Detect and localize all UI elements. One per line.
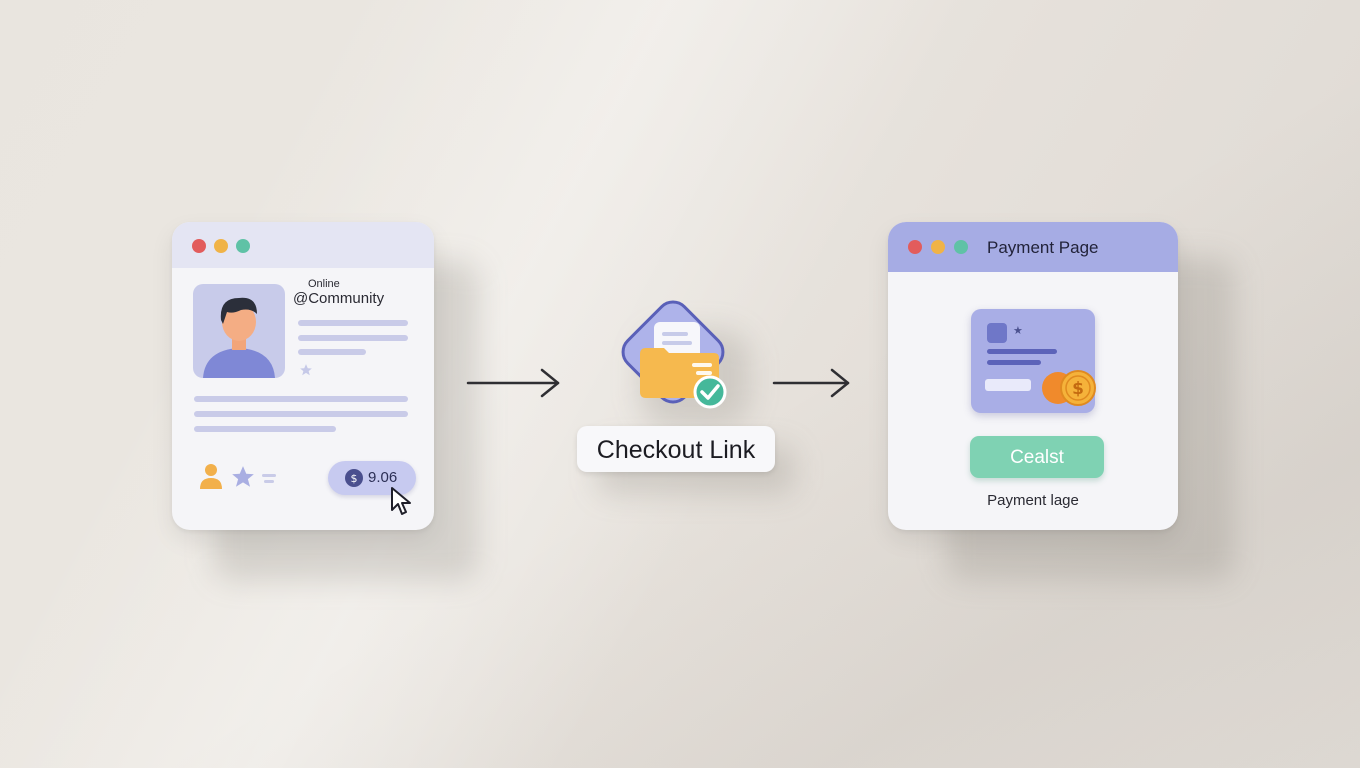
arrow-right-icon [466,368,560,398]
card-line [987,349,1057,354]
body-text-line [194,426,336,432]
user-icon [200,464,222,489]
pay-button-label: Cealst [1010,447,1064,468]
profile-text-line [298,335,408,341]
card-mark: ★ [1013,325,1023,337]
profile-window: Online @Community $ 9.06 [172,222,434,530]
svg-text:$: $ [1072,379,1084,399]
maximize-dot[interactable] [954,240,968,254]
cursor-icon [391,487,411,515]
profile-text-line [298,349,366,355]
card-line [987,360,1041,365]
tiny-dash [264,480,274,483]
star-icon [232,466,254,487]
card-field [985,379,1031,391]
body-text-line [194,411,408,417]
close-dot[interactable] [908,240,922,254]
person-avatar-icon [193,284,285,378]
payment-window: Payment Page ★ $ Cealst Payment lage [888,222,1178,530]
price-value: 9.06 [368,469,398,486]
close-dot[interactable] [192,239,206,253]
payment-caption: Payment lage [987,492,1079,509]
profile-window-titlebar [172,222,434,268]
payment-window-titlebar: Payment Page [888,222,1178,272]
folder-icon [621,300,727,409]
dollar-coin-icon: $ [1042,370,1096,406]
minimize-dot[interactable] [931,240,945,254]
star-icon [300,364,312,376]
minimize-dot[interactable] [214,239,228,253]
online-status-label: Online [308,278,340,290]
card-chip [987,323,1007,343]
arrow-right-icon [772,368,850,398]
tiny-dash [262,474,276,477]
payment-window-title: Payment Page [987,238,1099,257]
checkout-link-label[interactable]: Checkout Link [577,426,775,472]
svg-text:$: $ [351,472,358,485]
community-handle: @Community [293,290,385,307]
profile-text-line [298,320,408,326]
coin-icon: $ [345,469,363,487]
price-chip-button[interactable]: $ 9.06 [328,461,416,495]
checkout-link-text: Checkout Link [596,436,756,464]
maximize-dot[interactable] [236,239,250,253]
body-text-line [194,396,408,402]
pay-button[interactable]: Cealst [970,436,1104,478]
